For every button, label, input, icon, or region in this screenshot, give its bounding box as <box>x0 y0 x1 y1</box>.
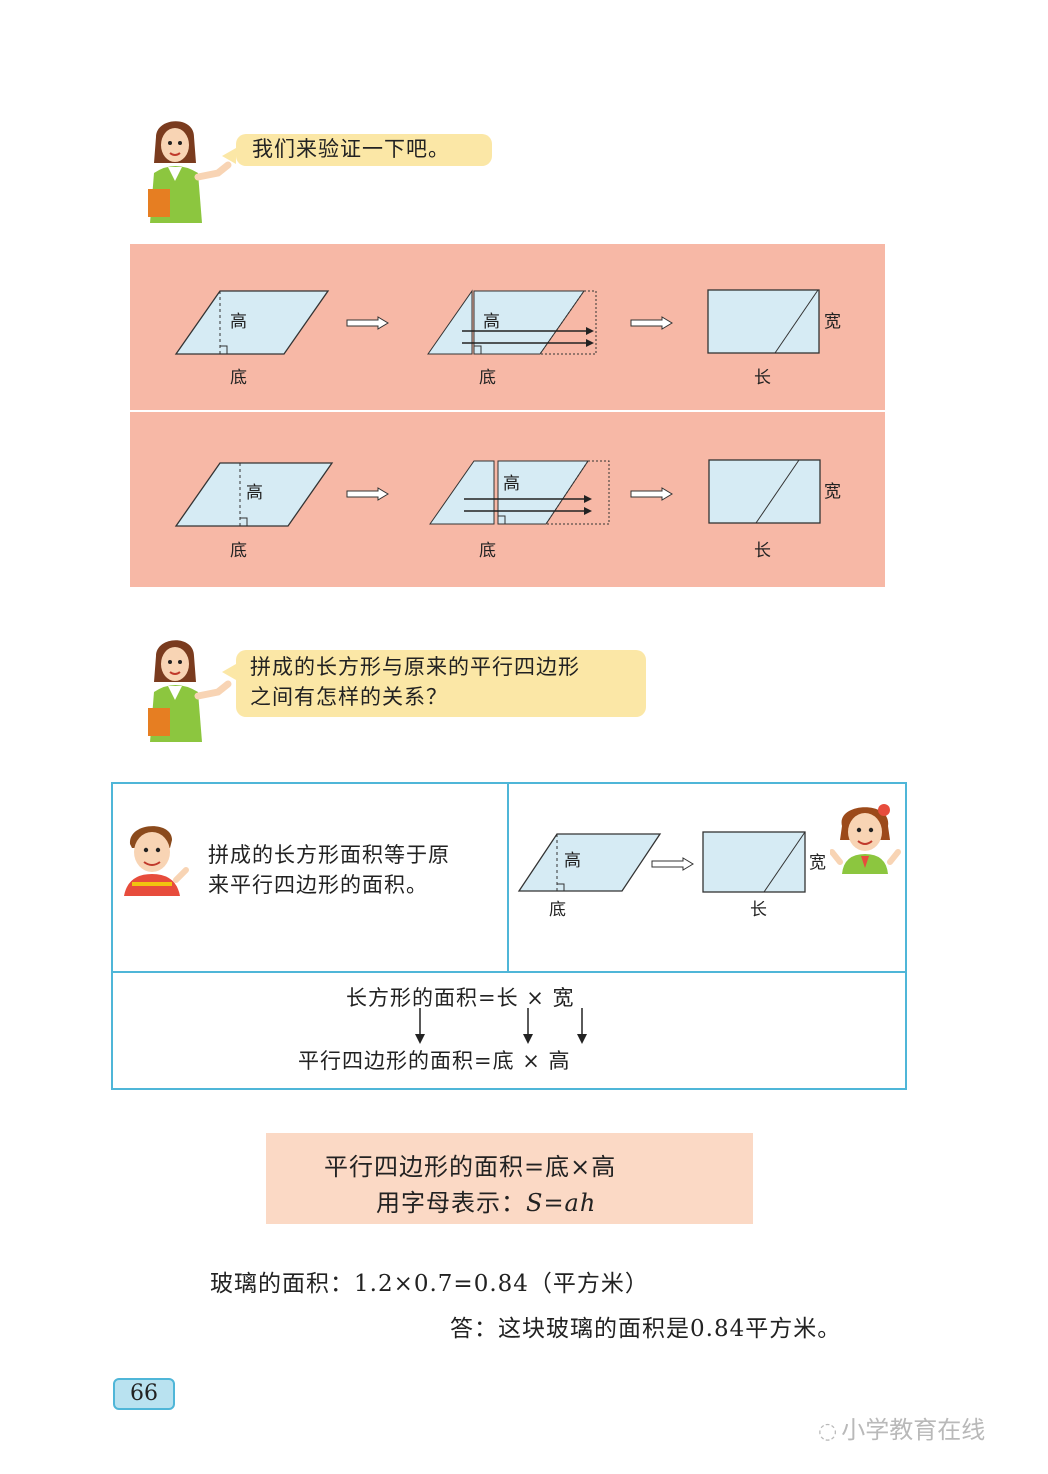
demo-panel-top: 高 底 高 底 宽 长 <box>130 244 885 410</box>
girl-illustration <box>830 804 901 874</box>
parallelogram-shape <box>174 462 334 527</box>
rectangle-shape <box>708 459 821 524</box>
solution-answer: 答：这块玻璃的面积是0.84平方米。 <box>450 1316 842 1342</box>
label-height: 高 <box>564 851 581 871</box>
teacher-illustration <box>148 121 232 223</box>
bubble-line-1: 拼成的长方形与原来的平行四边形 <box>250 655 580 679</box>
frame-divider-horizontal <box>111 971 907 973</box>
boy-statement-line-2: 来平行四边形的面积。 <box>208 873 428 897</box>
label-base: 底 <box>479 368 496 388</box>
label-length: 长 <box>754 368 771 388</box>
summary-letters-prefix: 用字母表示： <box>376 1189 526 1217</box>
watermark: ◌小学教育在线 <box>818 1410 985 1445</box>
summary-formula-words: 平行四边形的面积=底×高 <box>324 1153 617 1181</box>
cut-and-shift-shape <box>429 460 610 525</box>
derivation-arrows <box>415 1008 587 1044</box>
label-length: 长 <box>750 900 767 920</box>
comparison-frame <box>111 782 907 1090</box>
summary-letters-formula: S=ah <box>526 1189 597 1217</box>
cut-and-shift-shape <box>427 289 597 355</box>
parallelogram-shape <box>174 290 330 355</box>
label-width: 宽 <box>824 482 841 502</box>
label-base: 底 <box>230 541 247 561</box>
rectangle-shape <box>707 289 820 354</box>
formula-summary-box: 平行四边形的面积=底×高 用字母表示：S=ah <box>266 1133 753 1224</box>
label-base: 底 <box>479 541 496 561</box>
frame-divider-vertical <box>507 782 509 973</box>
wechat-icon: ◌ <box>818 1419 838 1444</box>
demo-panel-bottom: 高 底 高 底 宽 长 <box>130 412 885 587</box>
label-height: 高 <box>483 312 500 332</box>
bubble-text: 我们来验证一下吧。 <box>252 137 450 161</box>
boy-illustration <box>124 826 189 896</box>
label-height: 高 <box>246 483 263 503</box>
bubble-line-2: 之间有怎样的关系？ <box>250 685 448 709</box>
arrow-right-icon <box>346 487 389 501</box>
speech-bubble-question: 拼成的长方形与原来的平行四边形 之间有怎样的关系？ <box>222 650 646 717</box>
parallelogram-area-formula: 平行四边形的面积=底 × 高 <box>298 1049 571 1073</box>
label-height: 高 <box>503 474 520 494</box>
label-length: 长 <box>754 541 771 561</box>
speech-bubble-verify: 我们来验证一下吧。 <box>222 134 492 166</box>
watermark-text: 小学教育在线 <box>841 1416 986 1444</box>
arrow-right-icon <box>346 316 389 330</box>
label-width: 宽 <box>809 853 826 873</box>
label-base: 底 <box>549 900 566 920</box>
label-height: 高 <box>230 312 247 332</box>
page-number: 66 <box>113 1378 175 1410</box>
summary-formula-letters: 用字母表示：S=ah <box>376 1183 596 1218</box>
parallelogram-shape <box>517 833 662 892</box>
label-base: 底 <box>230 368 247 388</box>
solution-calculation: 玻璃的面积：1.2×0.7=0.84（平方米） <box>210 1271 649 1297</box>
rectangle-shape <box>702 831 806 893</box>
boy-statement-line-1: 拼成的长方形面积等于原 <box>208 843 450 867</box>
label-width: 宽 <box>824 312 841 332</box>
teacher-illustration <box>148 640 232 742</box>
arrow-right-icon <box>630 487 673 501</box>
arrow-right-icon <box>651 857 694 871</box>
arrow-right-icon <box>630 316 673 330</box>
boy-statement: 拼成的长方形面积等于原 来平行四边形的面积。 <box>208 840 450 900</box>
rectangle-area-formula: 长方形的面积=长 × 宽 <box>346 986 575 1010</box>
